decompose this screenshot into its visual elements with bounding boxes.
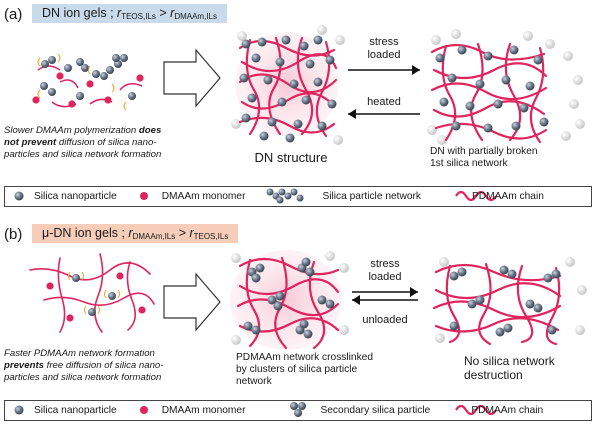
legend-b-item-secondary: Secondary silica particle [315, 405, 430, 416]
panel-a-r2-sub: DMAAm,ILs [174, 12, 217, 21]
panel-a-block-arrow [163, 48, 221, 108]
panel-a-caption: Slower DMAAm polymerization does not pre… [4, 125, 172, 161]
legend-a-item-silica: Silica nanoparticle [29, 191, 117, 202]
legend-a-silica-icon [14, 191, 24, 201]
legend-a-icons [14, 188, 497, 204]
panel-b-cluster-structure [230, 250, 349, 350]
panel-a-dn-structure [231, 25, 345, 145]
legend-a-chain-label: PDMAAm chain [472, 191, 544, 202]
panel-a-caption-2: not prevent [4, 137, 57, 148]
panel-a-r1-sub: TEOS,ILs [121, 12, 156, 21]
legend-a-silica-label: Silica nanoparticle [34, 191, 117, 202]
panel-b-right-label: No silica network destruction [464, 354, 584, 382]
panel-a-stress-line1: stress [369, 36, 399, 48]
legend-a-network-icon [266, 188, 304, 204]
panel-a-r1: r [117, 6, 122, 20]
panel-b-caption-4: particles and silica network formation [4, 372, 162, 383]
panel-b-caption-1: Faster PDMAAm network formation [4, 348, 155, 359]
panel-a-caption-1: Slower DMAAm polymerization [4, 125, 139, 136]
panel-a-caption-3: diffusion of silica nano- [56, 137, 157, 148]
panel-a-op: > [155, 6, 171, 20]
legend-b-chain-label: PDMAAm chain [471, 405, 544, 416]
panel-b-r1-sub: DMAAm,ILs [132, 232, 176, 241]
legend-a-monomer-icon [140, 192, 148, 200]
panel-b-middle-line1: PDMAAm network crosslinked [236, 352, 374, 363]
panel-b-stress-label: stress loaded [354, 258, 416, 284]
panel-b-title-prefix: μ-DN ion gels ; [42, 226, 129, 240]
legend-a-item-chain: PDMAAm chain [467, 191, 544, 202]
panel-b-r2: r [189, 226, 194, 240]
legend-a-monomer-label: DMAAm monomer [161, 191, 246, 202]
panel-b-right-line2: destruction [464, 368, 523, 382]
legend-b-monomer-label: DMAAm monomer [161, 405, 246, 416]
legend-b-monomer-icon [140, 406, 148, 414]
panel-b-label: (b) [4, 226, 23, 243]
panel-b-stress-line2: loaded [368, 271, 402, 283]
panel-a-title: DN ion gels ; rTEOS,ILs > rDMAAm,ILs [32, 4, 227, 23]
panel-b-middle-label: PDMAAm network crosslinked by clusters o… [236, 352, 396, 388]
panel-a-title-prefix: DN ion gels ; [42, 6, 118, 20]
panel-a-broken-structure [427, 29, 585, 145]
panel-b-caption-2: prevents [4, 360, 44, 371]
panel-b-middle-line2: by clusters of silica particle [236, 364, 358, 375]
panel-a-stress-label: stress loaded [354, 36, 414, 62]
panel-b-precursor [29, 253, 155, 333]
panel-a-legend: Silica nanoparticle DMAAm monomer Silica… [4, 186, 592, 207]
panel-a-structure-label: DN structure [254, 150, 328, 165]
legend-b-item-silica: Silica nanoparticle [29, 405, 117, 416]
panel-a-caption-bold: does [138, 125, 162, 136]
panel-b-block-arrow [163, 272, 221, 332]
panel-b-right-line1: No silica network [464, 354, 555, 368]
legend-b-item-chain: PDMAAm chain [466, 405, 543, 416]
panel-a-right-line2: 1st silica network [430, 158, 508, 169]
panel-b-op: > [175, 226, 190, 240]
panel-a-caption-4: particles and silica network formation [4, 149, 162, 160]
legend-a-item-monomer: DMAAm monomer [157, 191, 246, 202]
panel-a-right-label: DN with partially broken 1st silica netw… [430, 146, 580, 170]
panel-a-stress-line2: loaded [367, 49, 401, 61]
panel-b-caption-3: free diffusion of silica nano- [44, 360, 164, 371]
panel-a-r2: r [170, 6, 175, 20]
panel-b-r1: r [128, 226, 133, 240]
legend-a-network-label: Silica particle network [322, 191, 421, 202]
panel-a-label: (a) [4, 6, 23, 23]
panel-b-unloaded-label: unloaded [362, 314, 408, 326]
legend-a-chain-icon [455, 190, 497, 202]
legend-b-silica-icon [14, 405, 24, 415]
legend-b-icons [14, 402, 497, 417]
panel-b-title: μ-DN ion gels ; rDMAAm,ILs > rTEOS,ILs [32, 224, 239, 243]
panel-b-stress-line1: stress [370, 258, 400, 270]
panel-a-heated-label: heated [367, 96, 401, 108]
legend-a-item-network: Silica particle network [317, 191, 421, 202]
legend-b-chain-icon [455, 404, 497, 416]
legend-b-item-monomer: DMAAm monomer [157, 405, 246, 416]
panel-b-intact-structure [432, 257, 587, 346]
panel-b-r2-sub: TEOS,ILs [193, 232, 229, 241]
legend-b-secondary-icon [290, 402, 306, 417]
legend-b-silica-label: Silica nanoparticle [34, 405, 117, 416]
panel-a-precursor [32, 53, 144, 111]
panel-a-right-line1: DN with partially broken [430, 146, 538, 157]
panel-b-legend: Silica nanoparticle DMAAm monomer Second… [4, 400, 592, 421]
panel-b-middle-line3: network [236, 376, 272, 387]
legend-b-secondary-label: Secondary silica particle [320, 405, 431, 416]
panel-b-caption: Faster PDMAAm network formation prevents… [4, 348, 174, 384]
